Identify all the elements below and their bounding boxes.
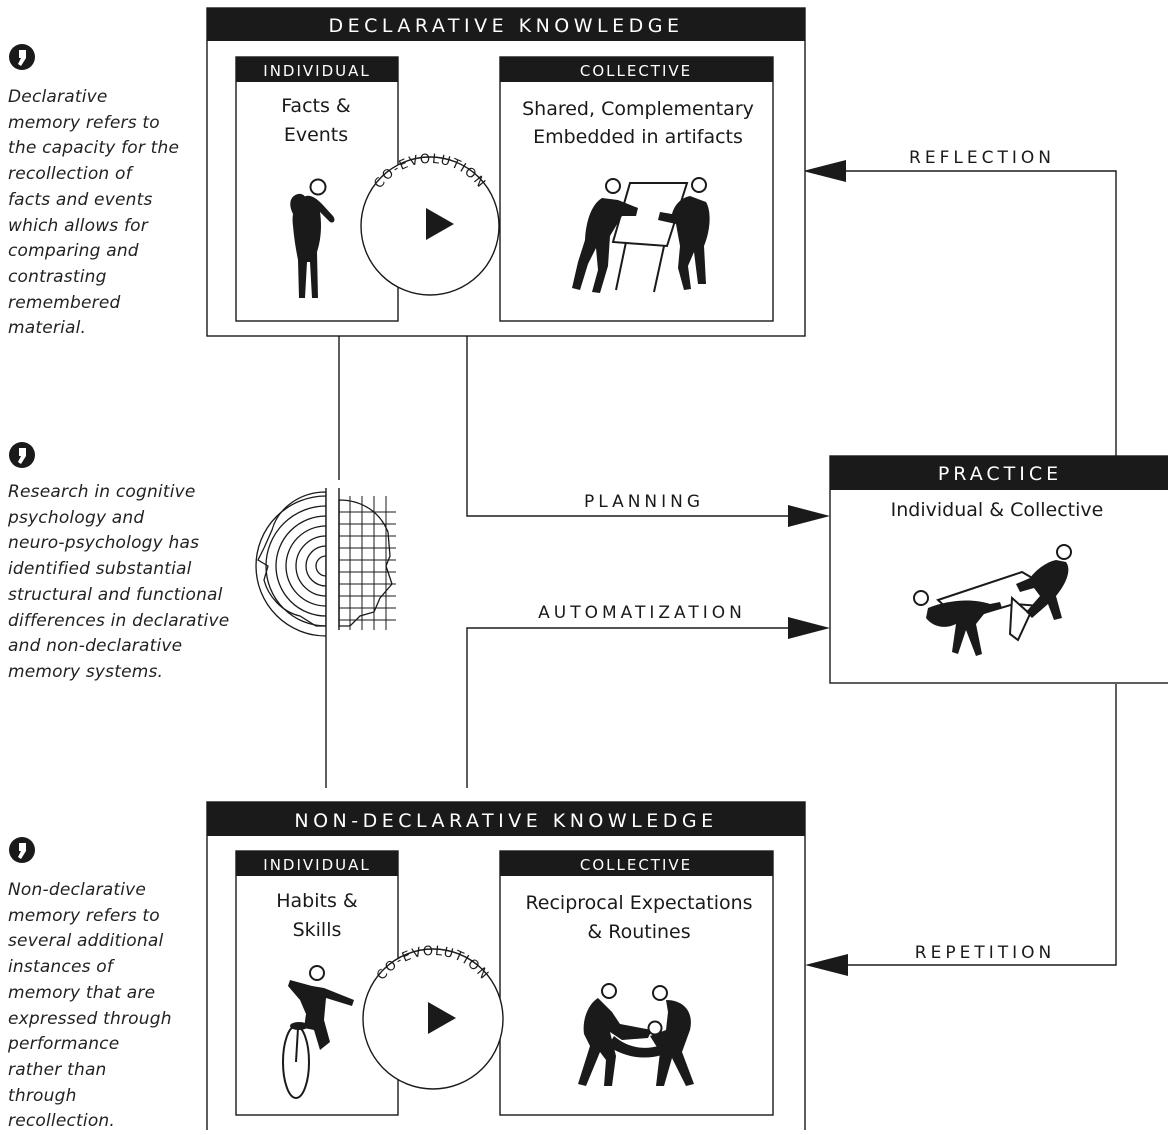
note-line: through: [8, 1085, 77, 1106]
research-note: Research in cognitive psychology and neu…: [8, 480, 229, 686]
declarative-collective-line-2: Embedded in artifacts: [533, 126, 743, 148]
note-line: material.: [8, 318, 87, 339]
non-declarative-collective-line-1: Reciprocal Expectations: [525, 892, 752, 914]
declarative-collective-panel: COLLECTIVE Shared, Complementary Embedde…: [499, 56, 774, 322]
note-line: comparing and: [8, 241, 139, 262]
note-line: rather than: [8, 1059, 107, 1080]
note-line: facts and events: [8, 189, 153, 210]
people-lifting-icon: [578, 983, 694, 1086]
note-line: psychology and: [8, 507, 145, 528]
quote-icon: [9, 44, 35, 70]
non-declarative-collective-label: COLLECTIVE: [580, 856, 692, 874]
note-line: neuro-psychology has: [8, 533, 200, 554]
practice-title: PRACTICE: [938, 463, 1062, 485]
non-declarative-collective-panel: COLLECTIVE Reciprocal Expectations & Rou…: [499, 850, 774, 1116]
connectors: [325, 170, 1117, 966]
declarative-individual-line-2: Events: [284, 124, 348, 146]
non-declarative-individual-panel: INDIVIDUAL Habits & Skills: [235, 850, 399, 1116]
repetition-label: REPETITION: [915, 943, 1055, 963]
non-declarative-header: [207, 802, 805, 836]
note-line: Non-declarative: [8, 880, 147, 900]
declarative-knowledge-box: DECLARATIVE KNOWLEDGE INDIVIDUAL Facts &…: [206, 7, 806, 337]
play-icon: [428, 1002, 456, 1034]
practice-subtitle: Individual & Collective: [891, 499, 1104, 521]
declarative-collective-line-1: Shared, Complementary: [522, 98, 754, 120]
repetition-arrowhead: [805, 954, 848, 976]
repetition-line: [843, 684, 1117, 966]
note-line: contrasting: [8, 266, 107, 287]
people-flipchart-icon: [572, 177, 710, 293]
note-line: instances of: [8, 957, 114, 978]
note-line: recollection of: [8, 164, 132, 185]
planning-arrowhead: [788, 505, 830, 527]
note-line: expressed through: [8, 1008, 172, 1029]
reflection-line: [843, 170, 1117, 456]
play-icon: [426, 208, 454, 240]
planning-label: PLANNING: [584, 492, 704, 512]
note-line: remembered: [8, 292, 121, 313]
note-line: performance: [8, 1034, 120, 1055]
declarative-individual-label: INDIVIDUAL: [263, 62, 370, 80]
note-line: memory refers to: [8, 905, 160, 926]
note-line: differences in declarative: [8, 610, 230, 631]
brain-hemispheres-icon: [255, 488, 396, 637]
note-line: several additional: [8, 931, 164, 952]
non-declarative-knowledge-box: NON-DECLARATIVE KNOWLEDGE INDIVIDUAL Hab…: [206, 801, 806, 1130]
declarative-header: [207, 8, 805, 41]
note-line: which allows for: [8, 215, 148, 236]
non-declarative-collective-line-2: & Routines: [587, 921, 690, 943]
quote-icon: [9, 442, 35, 468]
note-line: and non-declarative: [8, 636, 183, 657]
note-line: recollection.: [8, 1111, 116, 1132]
automatization-arrowhead: [788, 617, 830, 639]
note-line: structural and functional: [8, 584, 223, 605]
declarative-note: Declarative memory refers to the capacit…: [8, 85, 179, 342]
reflection-arrowhead: [803, 160, 846, 182]
non-declarative-individual-line-1: Habits &: [276, 890, 358, 912]
note-line: identified substantial: [8, 559, 192, 580]
non-declarative-individual-label: INDIVIDUAL: [263, 856, 370, 874]
non-declarative-note: Non-declarative memory refers to several…: [8, 878, 172, 1135]
non-declarative-individual-line-2: Skills: [293, 919, 342, 941]
declarative-individual-line-1: Facts &: [281, 95, 351, 117]
person-thinking-icon: [290, 178, 335, 298]
people-carrying-icon: [913, 544, 1072, 656]
reflection-label: REFLECTION: [909, 148, 1055, 168]
note-line: memory systems.: [8, 661, 164, 682]
planning-line: [466, 336, 795, 517]
unicycle-rider-icon: [282, 965, 354, 1099]
non-declarative-title: NON-DECLARATIVE KNOWLEDGE: [294, 810, 717, 832]
automatization-label: AUTOMATIZATION: [538, 603, 746, 623]
note-line: memory that are: [8, 982, 156, 1003]
quote-icon: [9, 837, 35, 863]
declarative-coevolution: CO-EVOLUTION: [360, 152, 500, 296]
note-line: the capacity for the: [8, 138, 180, 159]
practice-box: PRACTICE Individual & Collective: [829, 455, 1168, 684]
declarative-title: DECLARATIVE KNOWLEDGE: [329, 15, 684, 37]
automatization-line: [466, 627, 795, 788]
declarative-collective-label: COLLECTIVE: [580, 62, 692, 80]
note-line: memory refers to: [8, 112, 160, 133]
note-line: Research in cognitive: [8, 482, 196, 502]
non-declarative-coevolution: CO-EVOLUTION: [362, 944, 504, 1090]
note-line: Declarative: [8, 87, 108, 107]
